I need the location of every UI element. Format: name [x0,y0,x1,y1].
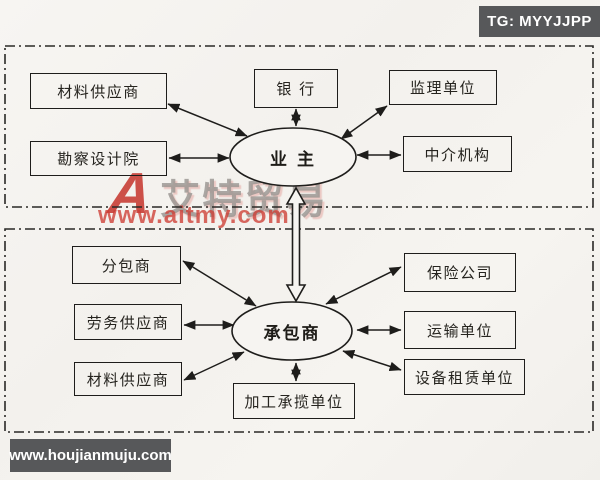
site-watermark-badge: www.houjianmuju.com [9,439,172,472]
arrow-contractor-material-supplier [183,351,245,381]
node-labor-supplier: 劳务供应商 [74,304,182,340]
arrow-owner-supervision-unit [340,105,388,140]
contractor-ellipse [231,301,353,361]
node-survey-design-institute: 勘察设计院 [30,141,167,176]
owner-label: 业 主 [270,150,316,170]
node-transport-unit: 运输单位 [404,311,516,349]
tg-watermark-badge: TG: MYYJJPP [479,6,600,37]
arrow-owner-material-supplier [167,103,248,137]
arrow-contractor-equipment-lease [342,349,402,372]
node-bank: 银 行 [254,69,338,108]
node-processing-contract-unit: 加工承揽单位 [233,383,355,419]
node-intermediary-agency: 中介机构 [403,136,512,172]
node-equipment-leasing-unit: 设备租赁单位 [404,359,525,395]
node-subcontractor: 分包商 [72,246,181,284]
contractor-label: 承包商 [263,323,321,344]
node-material-supplier-bottom: 材料供应商 [74,362,182,396]
arrow-contractor-insurance [325,266,402,305]
node-material-supplier-top: 材料供应商 [30,73,167,109]
owner-ellipse [229,127,357,187]
arrow-contractor-subcontractor [182,260,257,307]
node-supervision-unit: 监理单位 [389,70,497,105]
arrow-owner-contractor [285,186,307,303]
node-insurance-company: 保险公司 [404,253,516,292]
